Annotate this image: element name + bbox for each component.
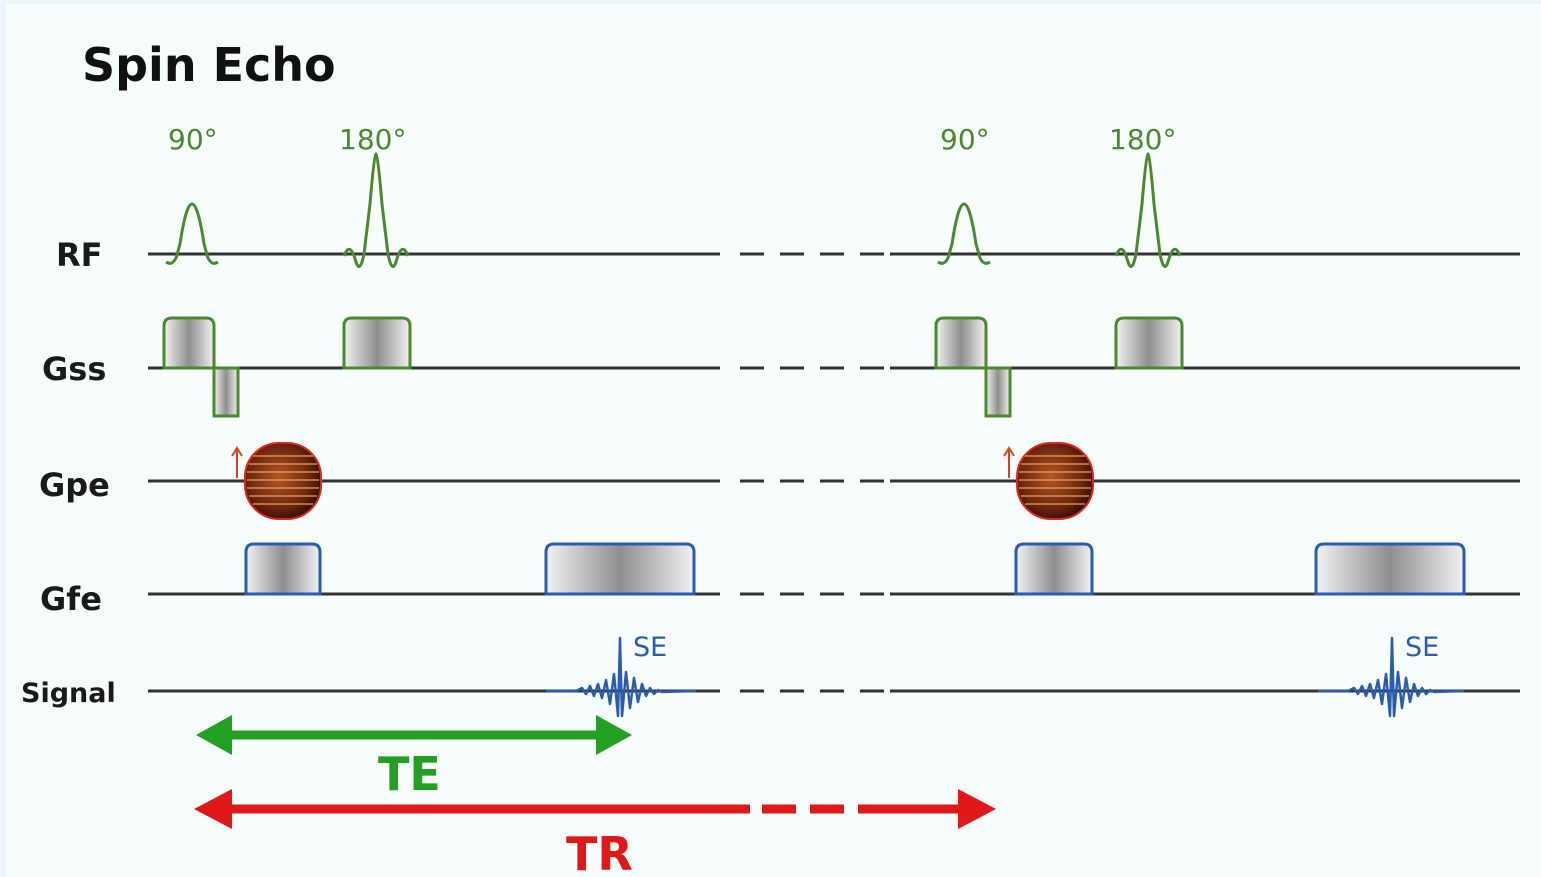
rf-pulse-180-first [342, 152, 410, 268]
row-label-gpe: Gpe [39, 466, 110, 504]
gss-rephaser-second [984, 366, 1012, 418]
gss-refocus-first [342, 316, 412, 370]
phase-arrow-icon [1003, 446, 1015, 478]
gfe-dephaser-second [1014, 542, 1094, 596]
spin-echo-second [1318, 636, 1465, 718]
gfe-dephaser-first [244, 542, 322, 596]
gfe-readout-first [544, 542, 696, 596]
frequency-encode-gradients [244, 542, 1466, 596]
rf-pulse-90-second [937, 202, 991, 265]
arrowhead-right-icon [596, 715, 632, 755]
angle-label-180-second: 180° [1109, 123, 1176, 156]
row-label-rf: RF [56, 236, 103, 274]
pulse-sequence-diagram: Spin Echo RF Gss Gpe Gfe Signal 90° 180°… [21, 38, 1520, 877]
diagram-canvas: Spin Echo RF Gss Gpe Gfe Signal 90° 180°… [6, 4, 1541, 877]
angle-label-90-second: 90° [940, 123, 990, 156]
angle-label-180-first: 180° [339, 123, 406, 156]
echo-signals [546, 636, 1465, 718]
echo-label-second: SE [1405, 632, 1439, 663]
te-arrow [196, 715, 632, 755]
tr-label: TR [566, 827, 633, 877]
gfe-readout-second [1314, 542, 1466, 596]
rf-pulses [165, 152, 1182, 268]
row-label-signal: Signal [21, 678, 116, 709]
phase-arrow-icon [231, 446, 243, 478]
phase-encode-first [231, 442, 322, 520]
phase-encode-second [1003, 442, 1094, 520]
te-label: TE [378, 747, 441, 801]
gss-refocus-second [1114, 316, 1184, 370]
slice-select-gradients [162, 316, 1184, 418]
gss-lobe-second [934, 316, 988, 370]
rf-pulse-90-first [165, 202, 219, 265]
arrowhead-left-icon [196, 715, 232, 755]
spin-echo-first [546, 636, 697, 718]
rf-pulse-180-second [1114, 152, 1182, 268]
diagram-title: Spin Echo [82, 38, 336, 92]
arrowhead-left-icon [194, 789, 232, 829]
row-label-gfe: Gfe [40, 580, 102, 618]
echo-label-first: SE [633, 632, 667, 663]
arrowhead-right-icon [958, 789, 996, 829]
tr-arrow [194, 789, 996, 829]
gss-rephaser-first [212, 366, 240, 418]
angle-label-90-first: 90° [168, 123, 218, 156]
gss-lobe-first [162, 316, 216, 370]
row-label-gss: Gss [42, 350, 106, 388]
